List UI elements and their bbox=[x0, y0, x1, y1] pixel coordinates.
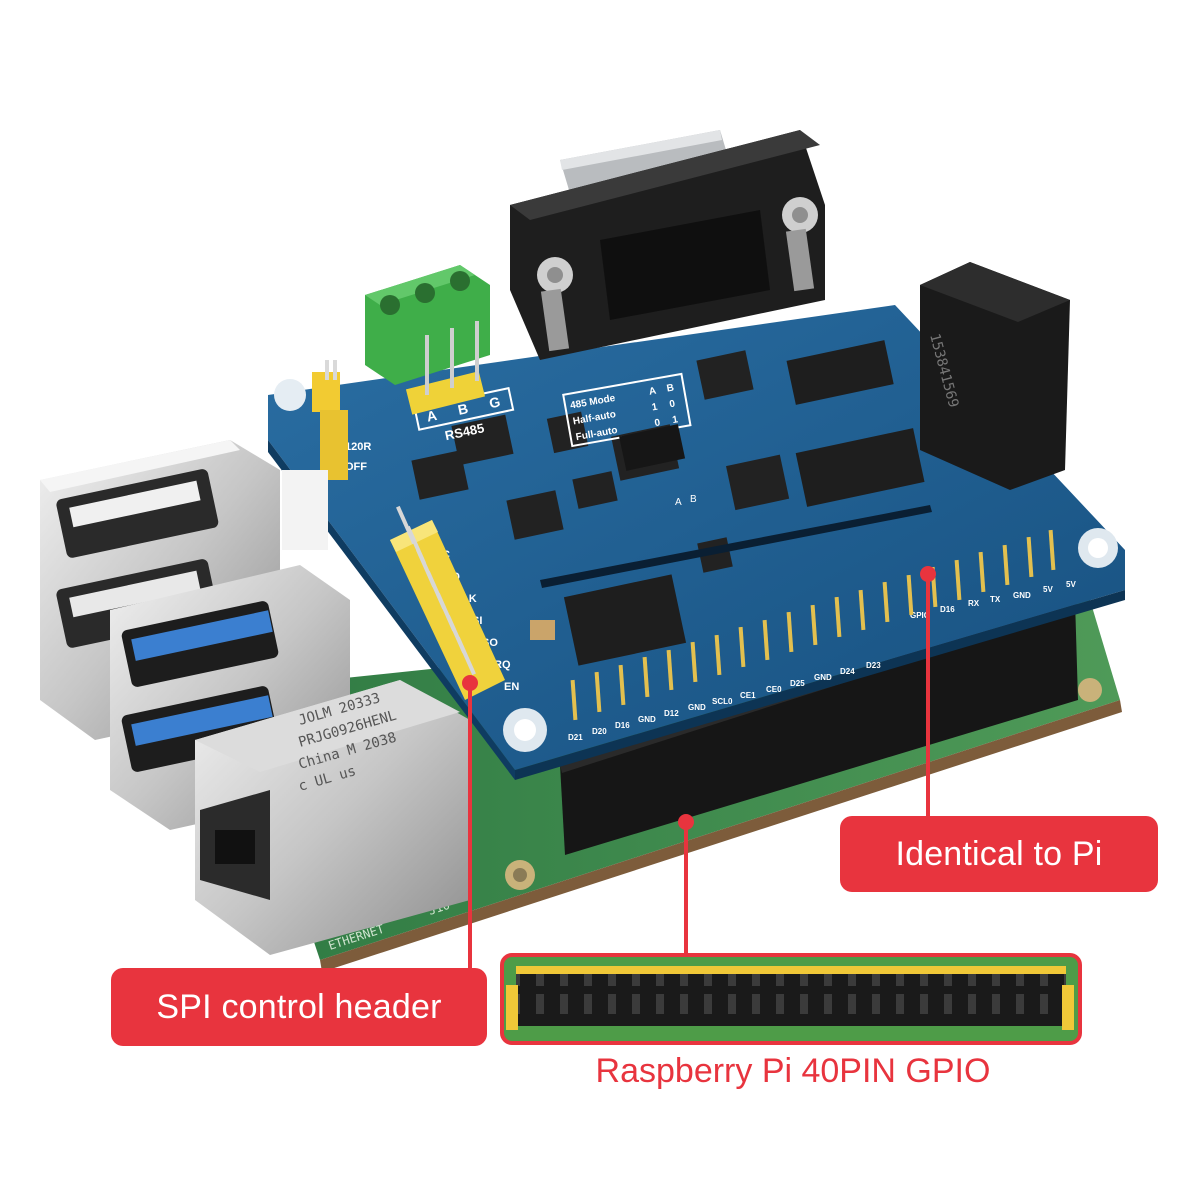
jumper-header bbox=[312, 360, 348, 480]
terminal-g-label: G bbox=[488, 393, 502, 411]
mode-table-r2c2: 1 bbox=[651, 402, 659, 414]
gpio-top-5: GND bbox=[1013, 591, 1031, 600]
black-module: 153841569 bbox=[920, 262, 1070, 490]
spi-header bbox=[390, 505, 505, 700]
gpio-bottom-9: CE0 bbox=[766, 685, 782, 694]
gpio-top-2: D16 bbox=[940, 605, 955, 614]
ethernet-jack: JOLM 20333 PRJG0926HENL China M 2038 c U… bbox=[195, 680, 470, 955]
hat-gpio-pins bbox=[570, 529, 1056, 721]
gpio-bottom-3: D16 bbox=[615, 721, 630, 730]
switch-label-a: A bbox=[675, 497, 682, 508]
gpio-inset bbox=[500, 953, 1082, 1045]
db9-connector bbox=[510, 130, 825, 360]
gpio-bottom-11: GND bbox=[814, 673, 832, 682]
gpio-top-1: GPIO bbox=[910, 611, 930, 620]
callout-gpio-caption: Raspberry Pi 40PIN GPIO bbox=[595, 1052, 991, 1090]
gpio-bottom-10: D25 bbox=[790, 679, 805, 688]
mode-table-r1c2: A bbox=[648, 386, 657, 398]
gpio-bottom-12: D24 bbox=[840, 667, 855, 676]
jumper-off-label: OFF bbox=[345, 461, 367, 473]
gpio-top-7: 5V bbox=[1066, 580, 1076, 589]
spi-pin-7: EN bbox=[504, 681, 519, 693]
mode-table-r3c2: 0 bbox=[654, 417, 662, 429]
callout-spi-control-header: SPI control header bbox=[111, 968, 487, 1046]
callout-leader-dots bbox=[462, 566, 936, 830]
mode-table-r2c3: 0 bbox=[669, 399, 677, 411]
mode-table-r3c3: 1 bbox=[671, 414, 679, 426]
rs232-label: RS232 bbox=[866, 279, 909, 295]
gpio-top-4: TX bbox=[990, 595, 1001, 604]
callout-leaders bbox=[468, 574, 930, 968]
gpio-top-3: RX bbox=[968, 599, 980, 608]
terminal-a-label: A bbox=[425, 407, 438, 425]
gpio-bottom-4: GND bbox=[638, 715, 656, 724]
terminal-b-label: B bbox=[456, 400, 469, 418]
jumper-120r-label: 120R bbox=[345, 441, 371, 453]
gpio-bottom-7: SCL0 bbox=[712, 697, 733, 706]
standoff bbox=[282, 470, 328, 550]
gpio-bottom-5: D12 bbox=[664, 709, 679, 718]
gpio-bottom-8: CE1 bbox=[740, 691, 756, 700]
mode-table-r1c3: B bbox=[666, 383, 675, 395]
switch-label-b: B bbox=[690, 494, 697, 505]
gpio-bottom-1: D21 bbox=[568, 733, 583, 742]
gpio-bottom-6: GND bbox=[688, 703, 706, 712]
callout-identical-to-pi: Identical to Pi bbox=[840, 816, 1158, 892]
terminal-block bbox=[365, 265, 490, 415]
gpio-top-6: 5V bbox=[1043, 585, 1053, 594]
gpio-bottom-2: D20 bbox=[592, 727, 607, 736]
gpio-bottom-13: D23 bbox=[866, 661, 881, 670]
